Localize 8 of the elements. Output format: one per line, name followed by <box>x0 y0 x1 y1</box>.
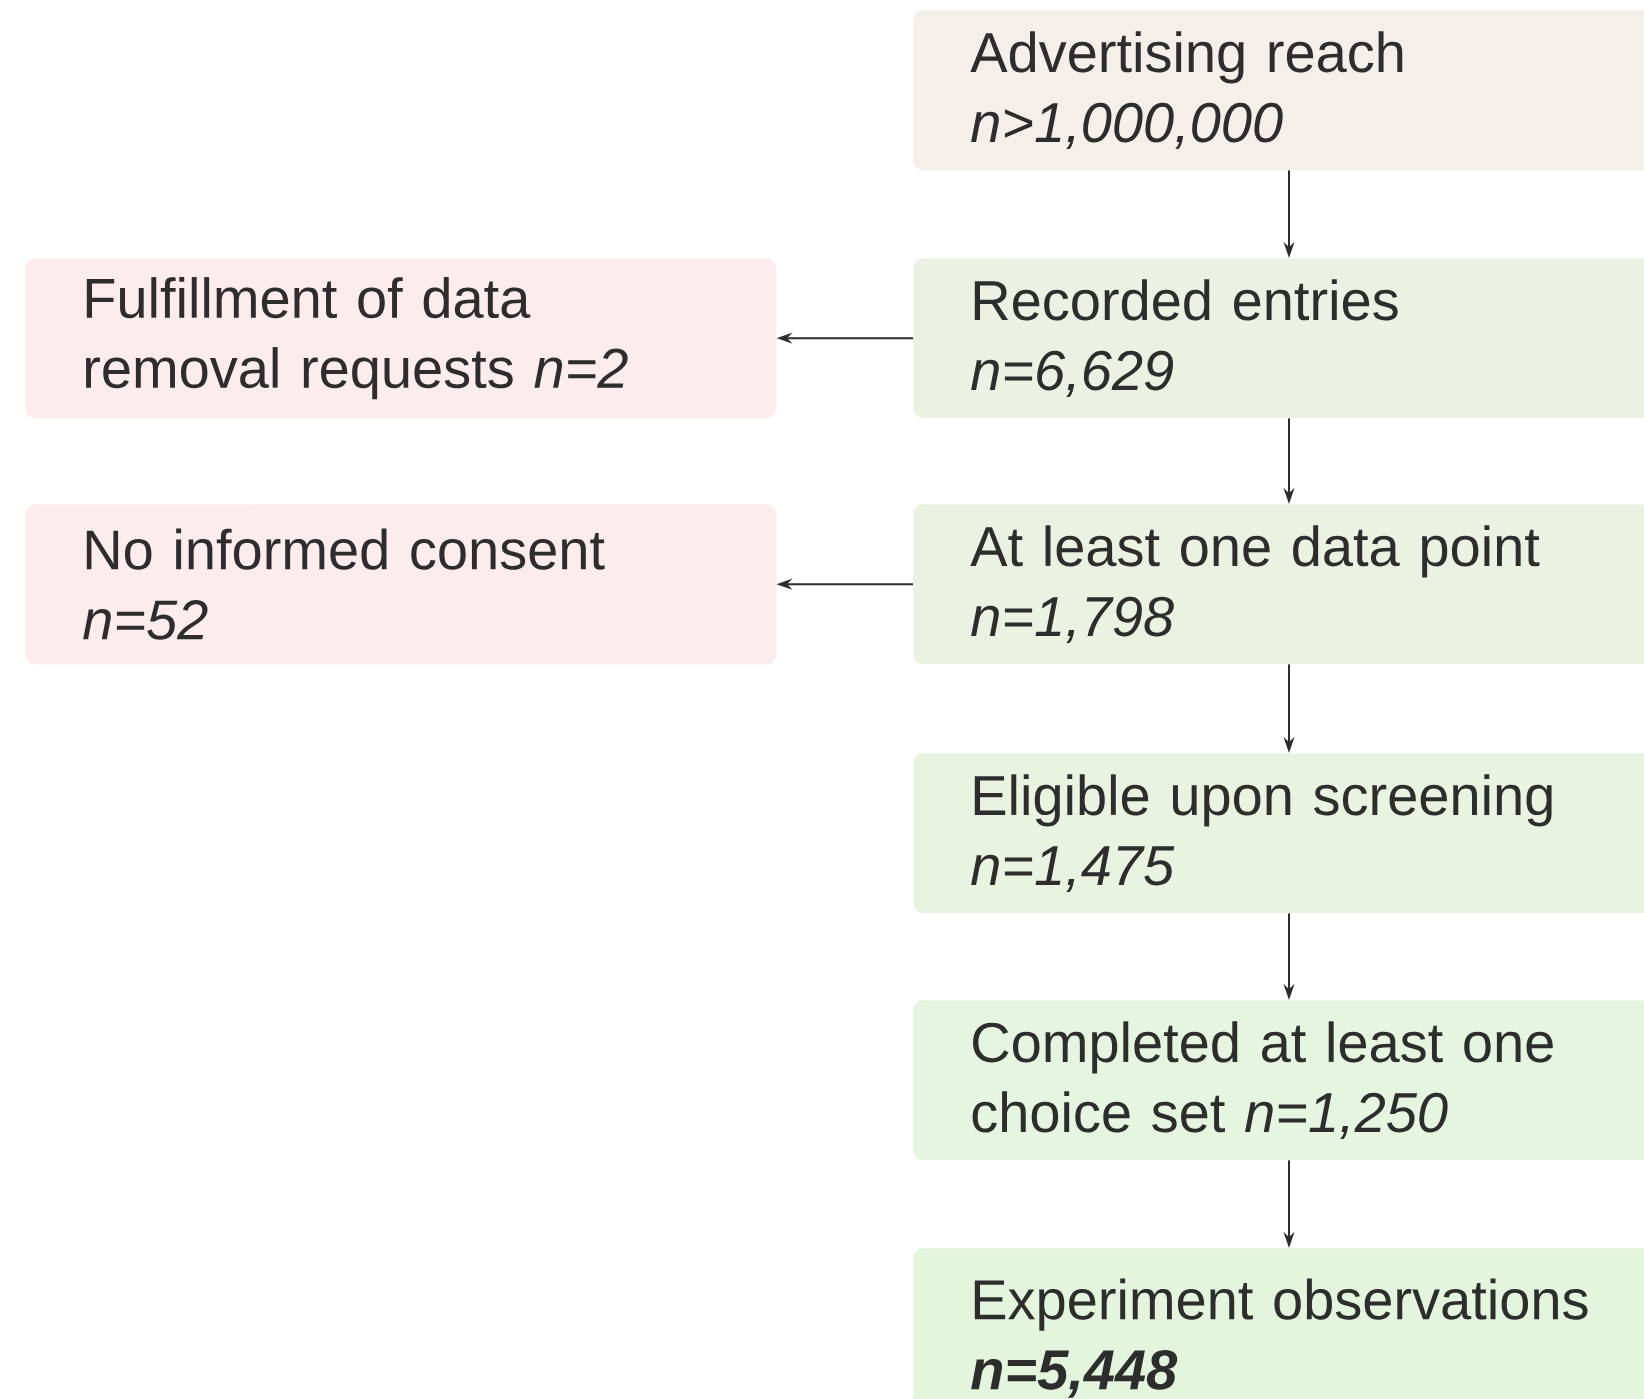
flow-box: Experiment observations n=5,448 <box>913 1248 1644 1399</box>
flow-box: Recorded entries n=6,629 <box>913 258 1644 419</box>
flow-box: Eligible upon screening n=1,475 <box>913 753 1644 914</box>
flow-box: Completed at least one choice set n=1,250 <box>913 1000 1644 1161</box>
flow-box: At least one data point n=1,798 <box>913 504 1644 665</box>
flow-box: No informed consent n=52 <box>25 504 777 665</box>
flow-box: Advertising reach n>1,000,000 <box>913 10 1644 171</box>
flow-box: Fulfillment of data removal requests n=2 <box>25 258 777 419</box>
